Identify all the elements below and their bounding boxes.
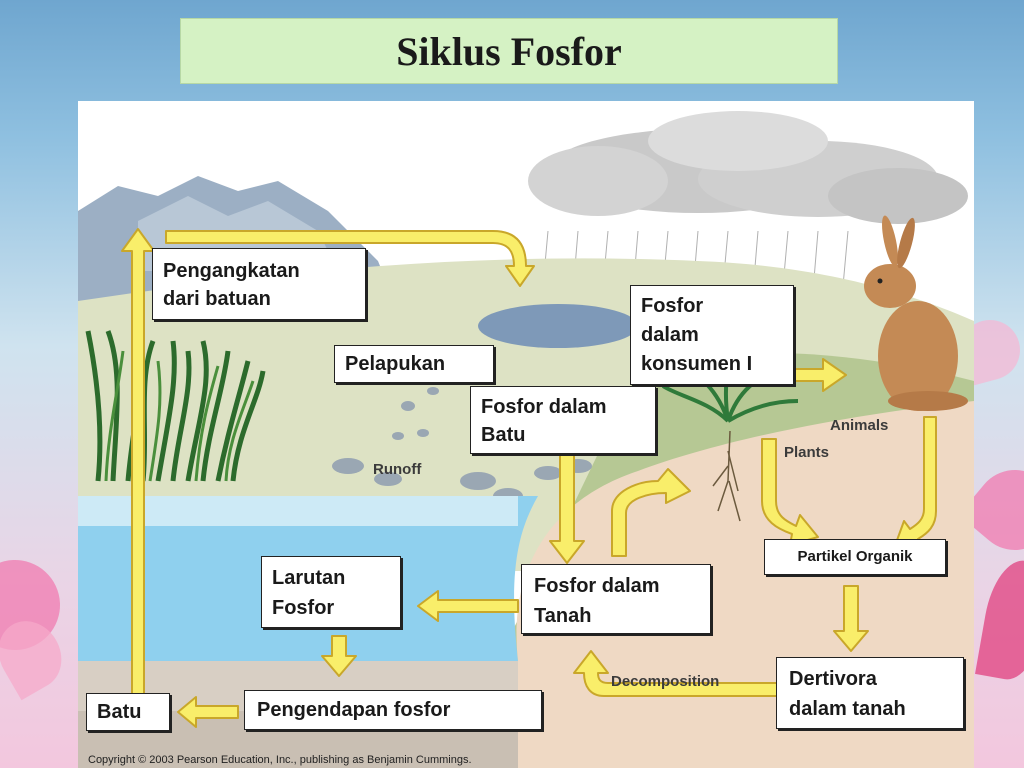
phosphorus-cycle-diagram: Runoff Animals Plants Decomposition Peng…	[78, 101, 974, 768]
detritivores-box: Dertivora dalam tanah	[776, 657, 964, 729]
plants-label: Plants	[784, 444, 830, 461]
weathering-box: Pelapukan	[334, 345, 494, 383]
rabbit-icon	[864, 215, 968, 411]
uplift-box: Pengangkatan dari batuan	[152, 248, 366, 320]
decomposition-label: Decomposition	[611, 673, 720, 690]
rock-box: Batu	[86, 693, 170, 731]
slide-title: Siklus Fosfor	[396, 28, 622, 74]
copyright-notice: Copyright © 2003 Pearson Education, Inc.…	[88, 754, 472, 766]
dissolved-phosphorus-box: Larutan Fosfor	[261, 556, 401, 628]
animals-label: Animals	[830, 417, 889, 434]
runoff-label: Runoff	[373, 461, 422, 478]
rain-cloud-icon	[528, 111, 968, 352]
reeds-icon	[85, 325, 266, 482]
background-petal	[975, 555, 1024, 685]
soil-phosphorus-box: Fosfor dalam Tanah	[521, 564, 711, 634]
sedimentation-box: Pengendapan fosfor	[244, 690, 542, 730]
consumer-phosphorus-box: Fosfor dalam konsumen I	[630, 285, 794, 385]
rock-phosphorus-box: Fosfor dalam Batu	[470, 386, 656, 454]
title-bar: Siklus Fosfor	[180, 18, 838, 84]
organic-particles-box: Partikel Organik	[764, 539, 946, 575]
